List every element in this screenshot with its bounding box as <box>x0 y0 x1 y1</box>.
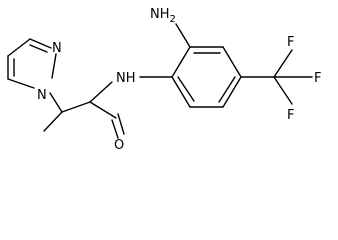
bond <box>61 101 91 113</box>
propanamide-chain <box>43 81 125 139</box>
carbonyl-oxygen-label: O <box>114 138 124 153</box>
fluorine-top-label: F <box>287 35 294 50</box>
amide-nh-label: NH <box>116 71 136 86</box>
amine-subscript-2: 2 <box>170 14 176 25</box>
amine-nh-text: NH <box>150 7 170 22</box>
bond <box>177 76 195 102</box>
bond <box>43 111 63 132</box>
bond <box>117 113 125 135</box>
bond <box>111 119 119 139</box>
fluorine-bottom-label: F <box>287 108 294 123</box>
amine-label: NH2 <box>150 7 176 25</box>
bond <box>273 49 293 78</box>
structure-drawing: N N NH O NH2 F F F <box>7 7 321 153</box>
bond <box>29 38 52 49</box>
bond <box>171 46 191 78</box>
bond <box>222 76 242 108</box>
pyrazole-ring <box>7 38 57 89</box>
bond <box>49 92 63 113</box>
bond <box>7 38 31 57</box>
bond <box>218 76 236 103</box>
bond <box>7 78 35 89</box>
bond <box>51 53 57 79</box>
fluorine-right-label: F <box>314 71 321 86</box>
bond <box>171 76 191 108</box>
bond <box>273 76 293 105</box>
atom-labels: N N NH O NH2 F F F <box>37 7 321 153</box>
trifluoromethyl-group <box>273 49 313 105</box>
bond <box>89 101 117 119</box>
bond <box>29 44 48 53</box>
pyrazole-n1-label: N <box>37 88 47 103</box>
bond <box>175 23 191 48</box>
pyrazole-n2-label: N <box>52 41 62 56</box>
bond <box>222 46 242 78</box>
molecule-canvas: N N NH O NH2 F F F <box>7 7 321 153</box>
bond <box>89 81 113 103</box>
aniline-ring <box>139 23 275 108</box>
